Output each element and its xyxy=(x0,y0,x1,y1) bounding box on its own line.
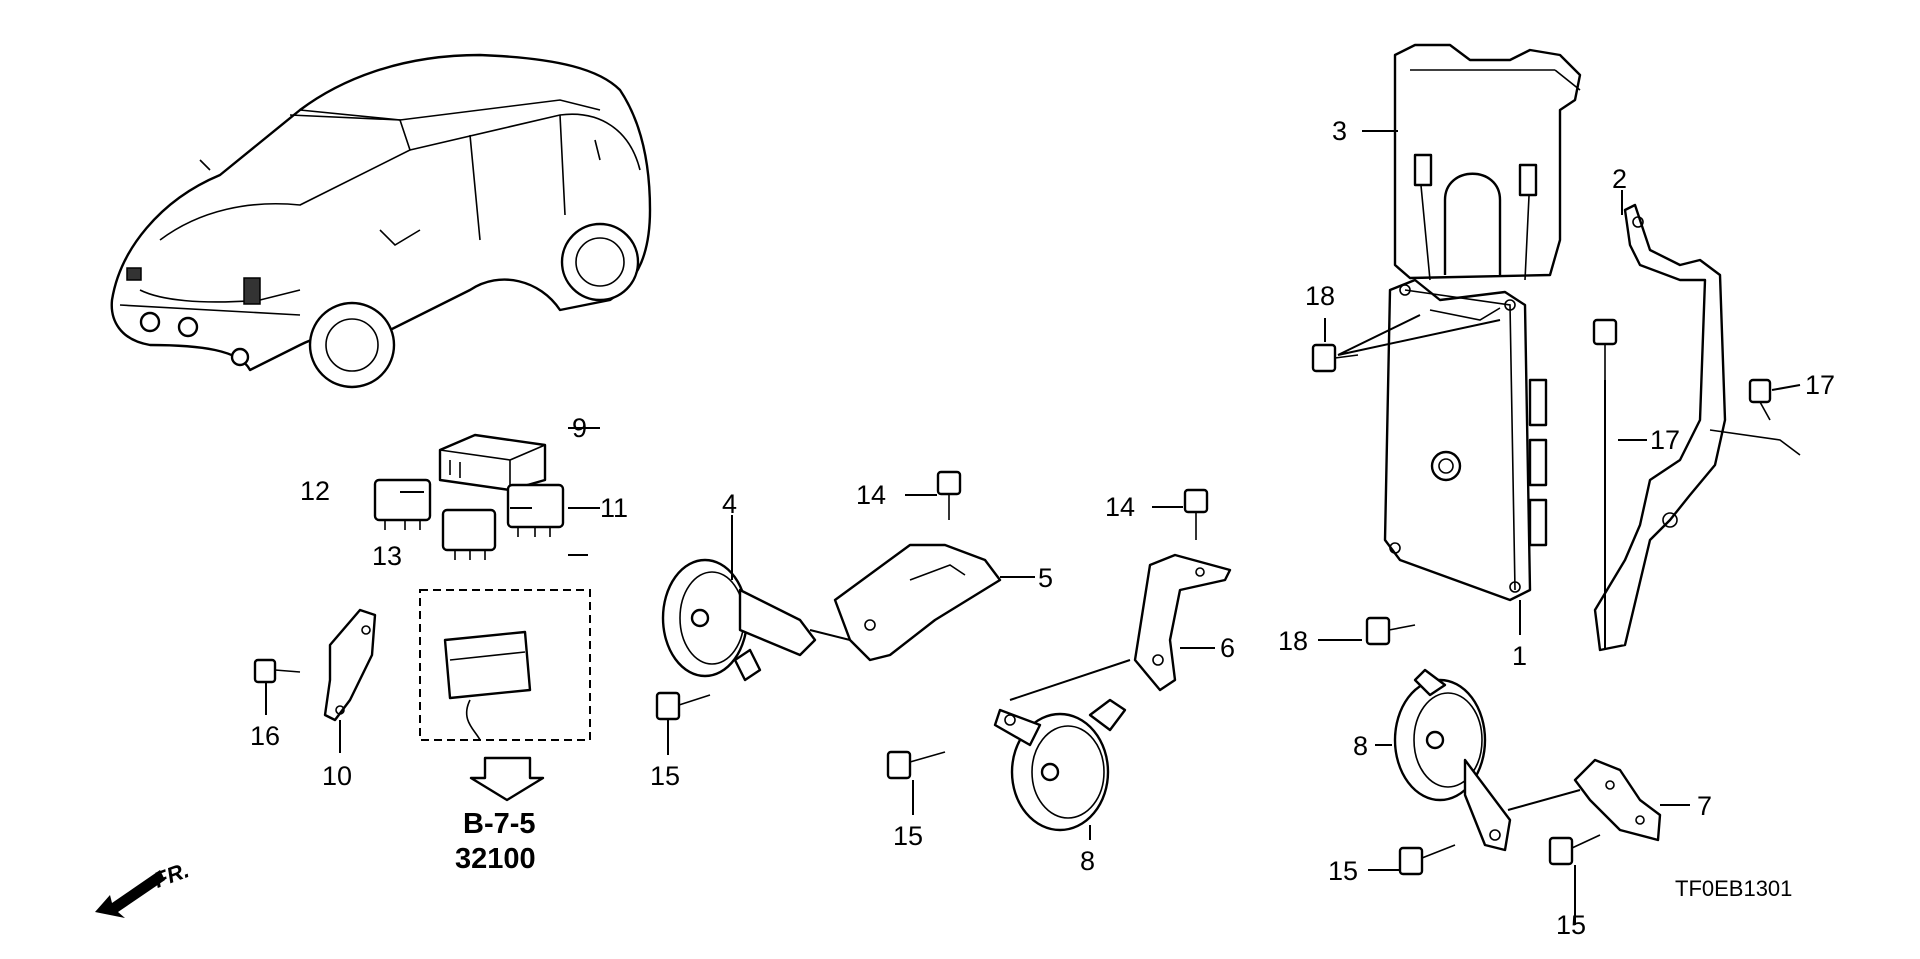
callout-14-left: 14 xyxy=(856,480,886,510)
bolt-16 xyxy=(253,658,301,684)
ecu-unit xyxy=(1383,278,1548,602)
bolt-14-left xyxy=(936,470,962,520)
horn-bracket-7 xyxy=(1573,758,1662,842)
relay-11 xyxy=(506,483,565,537)
bolt-15-b xyxy=(886,750,946,780)
bolt-15-d xyxy=(1548,834,1601,866)
callout-8-middle: 8 xyxy=(1080,846,1095,876)
horn-8-right xyxy=(1393,668,1512,852)
callout-2: 2 xyxy=(1612,164,1627,194)
horn-4 xyxy=(661,558,817,682)
callout-13: 13 xyxy=(372,541,402,571)
callout-7: 7 xyxy=(1697,791,1712,821)
bolt-15-a xyxy=(655,691,711,721)
reference-box xyxy=(419,589,591,741)
bolt-14-right xyxy=(1183,488,1209,540)
diagram-code: TF0EB1301 xyxy=(1675,876,1792,901)
relay-12 xyxy=(373,478,432,530)
callout-11: 11 xyxy=(600,493,628,523)
callout-12: 12 xyxy=(300,476,330,506)
bolt-15-c xyxy=(1398,844,1456,876)
callout-16: 16 xyxy=(250,721,280,751)
callout-5: 5 xyxy=(1038,563,1053,593)
callout-8-right: 8 xyxy=(1353,731,1368,761)
callout-18-upper: 18 xyxy=(1305,281,1335,311)
callout-14-right: 14 xyxy=(1105,492,1135,522)
horn-8-middle xyxy=(993,698,1127,832)
callout-6: 6 xyxy=(1220,633,1235,663)
callout-15-d: 15 xyxy=(1556,910,1586,940)
callout-10: 10 xyxy=(322,761,352,791)
bolt-17-left xyxy=(1592,318,1618,380)
front-marker-label: FR. xyxy=(150,857,192,893)
callout-18-lower: 18 xyxy=(1278,626,1308,656)
callout-17-right: 17 xyxy=(1805,370,1835,400)
bolt-18-lower xyxy=(1365,616,1416,646)
callout-1: 1 xyxy=(1512,641,1527,671)
reference-arrow xyxy=(469,756,545,802)
vehicle-illustration xyxy=(110,53,652,389)
horn-bracket-6 xyxy=(1133,553,1232,692)
bolt-17-right xyxy=(1748,378,1772,421)
relay-9 xyxy=(438,433,547,492)
reference-section: B-7-5 xyxy=(463,808,536,840)
reference-part-number: 32100 xyxy=(455,843,536,875)
callout-15-b: 15 xyxy=(893,821,923,851)
callout-15-a: 15 xyxy=(650,761,680,791)
callout-17-left: 17 xyxy=(1650,425,1680,455)
clip-10 xyxy=(323,608,377,722)
bolt-18-upper xyxy=(1311,343,1359,373)
relay-13 xyxy=(441,508,497,560)
callout-3: 3 xyxy=(1332,116,1347,146)
ecu-bracket xyxy=(1593,203,1801,652)
callout-9: 9 xyxy=(572,413,587,443)
front-arrow-icon xyxy=(95,870,165,918)
callout-4: 4 xyxy=(722,489,737,519)
callout-15-c: 15 xyxy=(1328,856,1358,886)
ecu-cover xyxy=(1393,43,1582,281)
horn-bracket-5 xyxy=(833,543,1002,662)
leader-lines xyxy=(265,130,1801,925)
